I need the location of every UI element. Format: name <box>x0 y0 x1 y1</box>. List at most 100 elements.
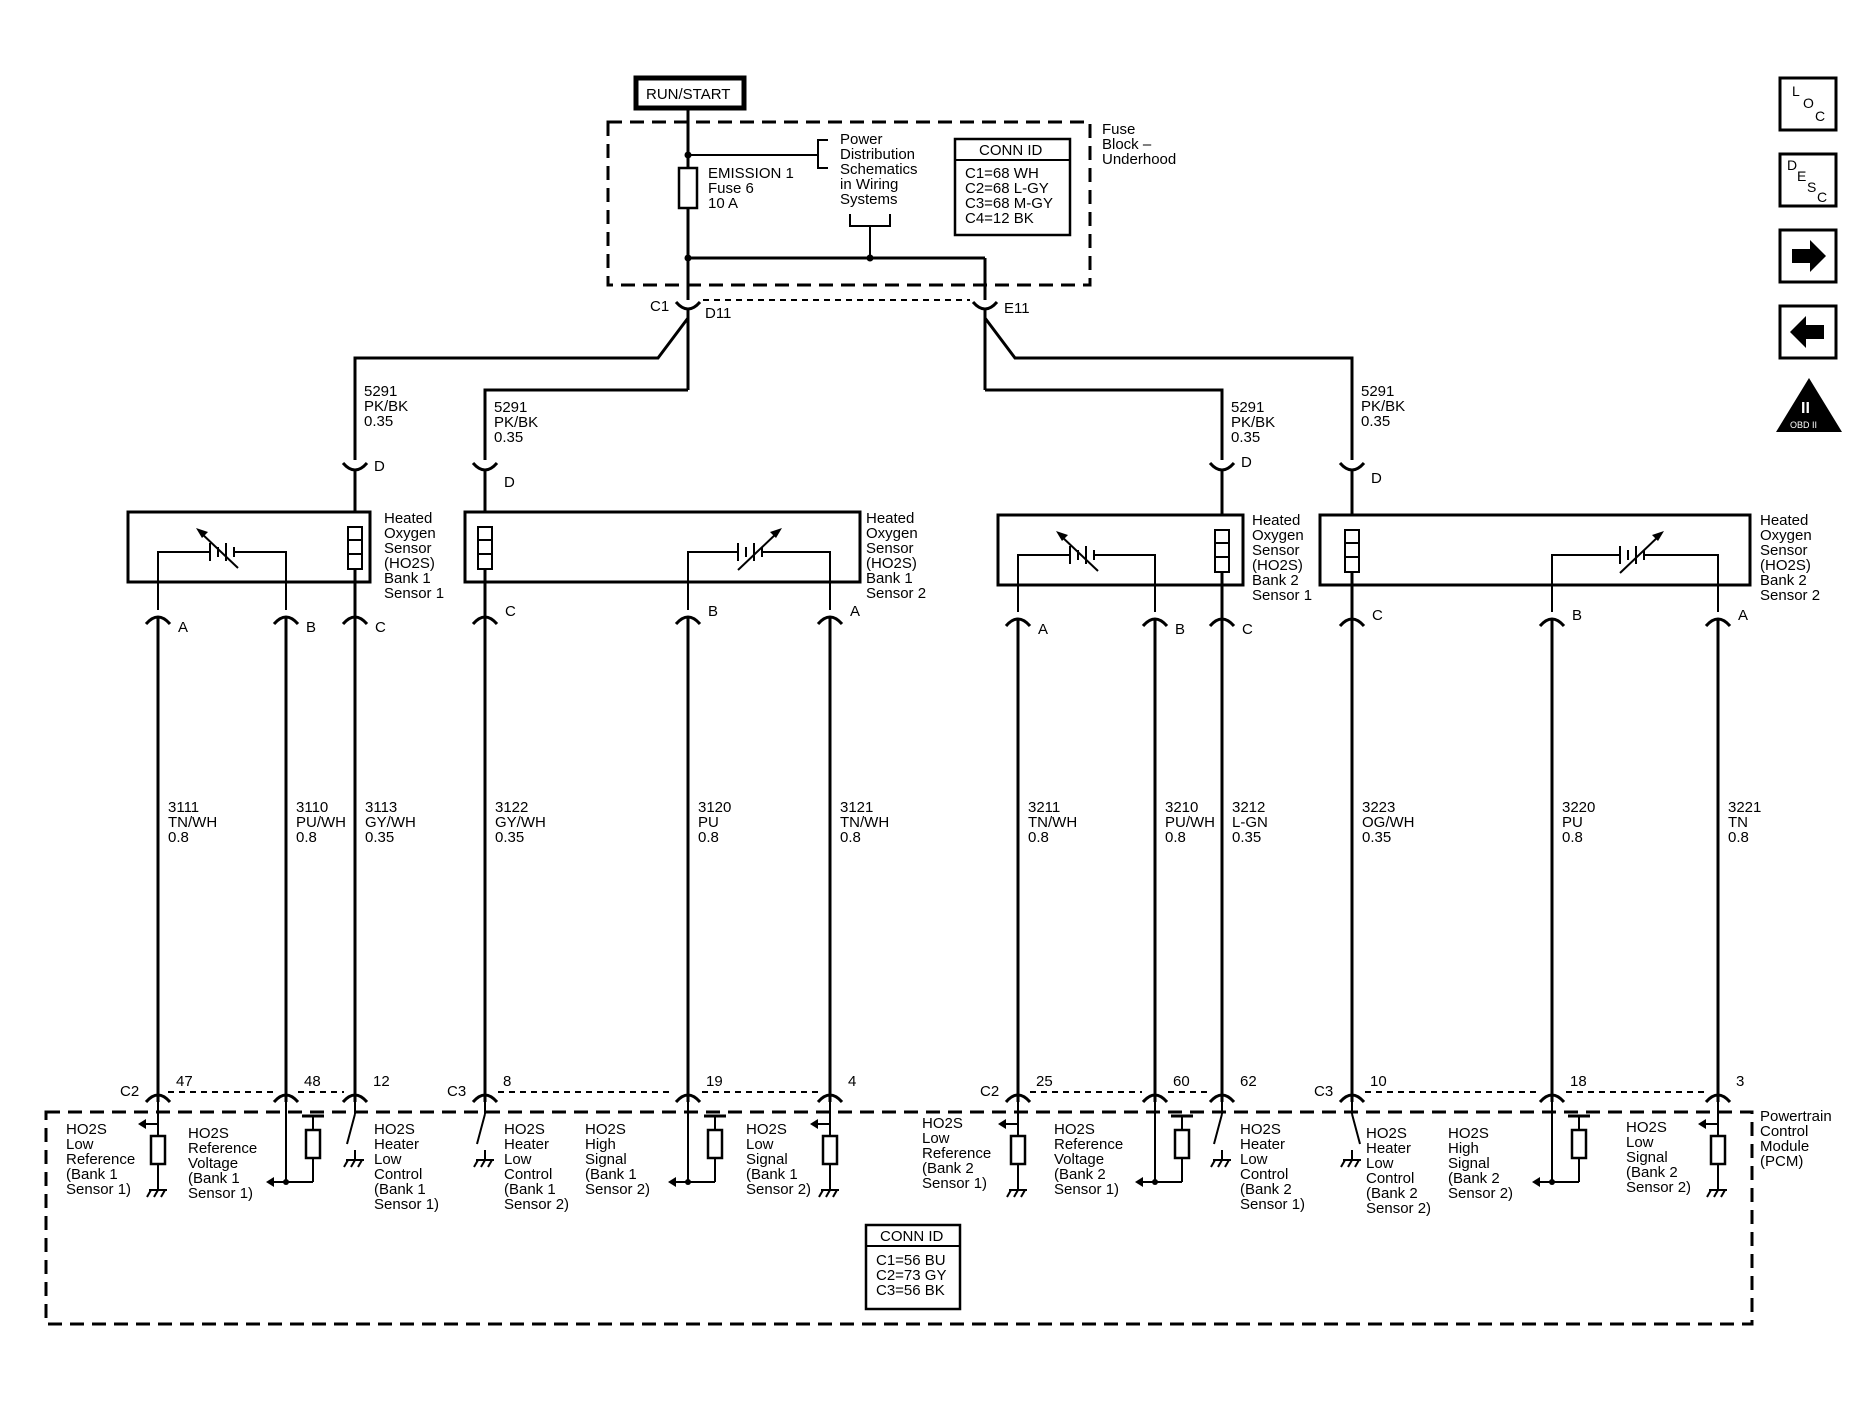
pcm-internal-heater <box>1210 1102 1231 1168</box>
svg-text:Power: Power <box>840 131 883 148</box>
sensor-pin-label: B <box>306 619 316 636</box>
circuit-3212: C3212L-GN0.3562HO2SHeaterLowControl(Bank… <box>1208 617 1305 1213</box>
wire-size: 0.8 <box>296 829 317 846</box>
svg-text:Sensor: Sensor <box>1252 542 1300 559</box>
pcm-internal-lowref <box>138 1102 167 1198</box>
function-text: (Bank 2 <box>1626 1164 1678 1181</box>
pcm-internal-heaterL <box>1340 1102 1361 1168</box>
pcm-internal-heater <box>343 1102 364 1168</box>
pcm-internal-heater <box>473 1102 494 1168</box>
function-text: High <box>585 1136 616 1153</box>
pcm-pin-number: 4 <box>848 1073 856 1090</box>
wire-number: 3111 <box>168 799 199 816</box>
previous-page-button[interactable] <box>1778 304 1838 360</box>
heater-symbol <box>1344 529 1360 573</box>
wire-number: 3122 <box>495 799 528 816</box>
wire-color: OG/WH <box>1362 814 1415 831</box>
svg-text:S: S <box>1807 179 1816 195</box>
function-text: (Bank 2 <box>922 1160 974 1177</box>
pcm-pin-number: 19 <box>706 1073 723 1090</box>
description-button[interactable]: D E S C <box>1778 152 1838 208</box>
sensor-pin-label: A <box>1038 621 1048 638</box>
circuit-3223: C3223OG/WH0.3510C3HO2SHeaterLowControl(B… <box>1314 607 1431 1217</box>
feed-wire-label-2: 5291 PK/BK 0.35 <box>494 399 538 446</box>
run-start-text: RUN/START <box>646 86 730 103</box>
arrow-right-icon <box>1792 240 1826 272</box>
pcm-internal-refv <box>1135 1102 1193 1187</box>
heater-symbol <box>347 526 363 570</box>
svg-text:Sensor 2: Sensor 2 <box>866 585 926 602</box>
function-text: Sensor 1) <box>1240 1196 1305 1213</box>
svg-text:Oxygen: Oxygen <box>1760 527 1812 544</box>
function-text: HO2S <box>504 1121 545 1138</box>
next-page-button[interactable] <box>1778 228 1838 284</box>
obd-ii-button[interactable]: II OBD II <box>1776 378 1842 432</box>
arrow-left-icon <box>1790 316 1824 348</box>
svg-text:Systems: Systems <box>840 191 898 208</box>
function-text: Low <box>746 1136 774 1153</box>
svg-text:Sensor: Sensor <box>384 540 432 557</box>
pcm-pin-number: 25 <box>1036 1073 1053 1090</box>
obd-ii-icon <box>1776 378 1842 432</box>
function-text: HO2S <box>585 1121 626 1138</box>
power-distribution-label: Power Distribution Schematics in Wiring … <box>840 131 918 208</box>
location-button[interactable]: L O C <box>1778 76 1838 132</box>
svg-text:Fuse: Fuse <box>1102 121 1135 138</box>
svg-text:Heated: Heated <box>384 510 432 527</box>
wire-color: TN/WH <box>840 814 889 831</box>
function-text: Heater <box>374 1136 419 1153</box>
sensor-cell-symbol <box>1551 531 1719 612</box>
function-text: Sensor 2) <box>504 1196 569 1213</box>
sensor-3-pin-d: D <box>1241 454 1252 471</box>
svg-text:0.35: 0.35 <box>364 413 393 430</box>
fuse-block-conn-id: CONN ID C1=68 WH C2=68 L-GY C3=68 M-GY C… <box>953 137 1072 237</box>
function-text: Low <box>504 1151 532 1168</box>
svg-text:C3=68 M-GY: C3=68 M-GY <box>965 195 1053 212</box>
svg-text:0.35: 0.35 <box>494 429 523 446</box>
pcm-internal-refv <box>668 1102 726 1187</box>
function-text: HO2S <box>1240 1121 1281 1138</box>
svg-text:C2=73 GY: C2=73 GY <box>876 1267 946 1284</box>
wire-number: 3113 <box>365 799 397 816</box>
sensor-3-label: Heated Oxygen Sensor (HO2S) Bank 2 Senso… <box>1252 512 1312 604</box>
svg-text:Powertrain: Powertrain <box>1760 1108 1832 1125</box>
sensor-pin-label: C <box>1242 621 1253 638</box>
sensor-1-pin-d: D <box>374 458 385 475</box>
heater-symbol <box>1214 529 1230 573</box>
svg-text:Sensor 1: Sensor 1 <box>384 585 444 602</box>
function-text: Low <box>374 1151 402 1168</box>
wire-color: L-GN <box>1232 814 1268 831</box>
sensor-1-label: Heated Oxygen Sensor (HO2S) Bank 1 Senso… <box>384 510 444 602</box>
svg-text:(PCM): (PCM) <box>1760 1153 1803 1170</box>
pcm-pin-number: 12 <box>373 1073 390 1090</box>
function-text: Sensor 1) <box>66 1181 131 1198</box>
pcm-connector-id: C3 <box>447 1083 466 1100</box>
pcm-pin-number: 8 <box>503 1073 511 1090</box>
wire-number: 3220 <box>1562 799 1595 816</box>
sensor-pin-label: A <box>178 619 188 636</box>
pcm-pin-number: 62 <box>1240 1073 1257 1090</box>
connector-d11: D11 <box>705 305 731 322</box>
function-text: HO2S <box>1366 1125 1407 1142</box>
sensor-pin-label: A <box>850 603 860 620</box>
function-text: (Bank 1 <box>66 1166 118 1183</box>
pcm-label: Powertrain Control Module (PCM) <box>1760 1108 1832 1170</box>
svg-text:(HO2S): (HO2S) <box>1252 557 1303 574</box>
svg-text:C3=56 BK: C3=56 BK <box>876 1282 945 1299</box>
pcm-pin-number: 48 <box>304 1073 321 1090</box>
svg-text:Oxygen: Oxygen <box>384 525 436 542</box>
feed-wire-label-1: 5291 PK/BK 0.35 <box>364 383 408 430</box>
function-text: Low <box>1366 1155 1394 1172</box>
function-text: Control <box>374 1166 422 1183</box>
pcm-outline <box>44 1110 1754 1326</box>
svg-text:E: E <box>1797 168 1806 184</box>
svg-text:Module: Module <box>1760 1138 1809 1155</box>
